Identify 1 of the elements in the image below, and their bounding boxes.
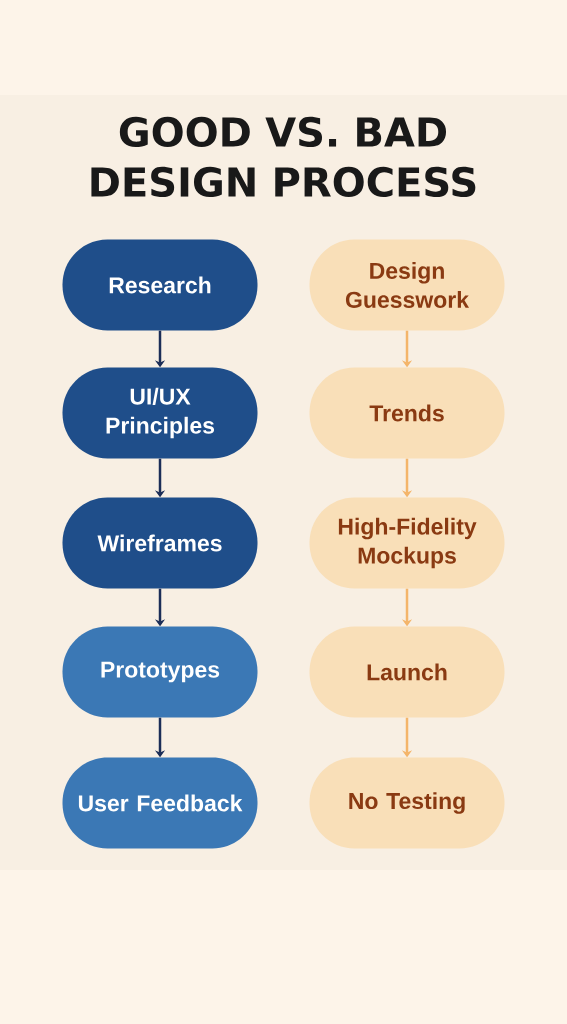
title: GOOD VS. BAD DESIGN PROCESS — [91, 116, 476, 198]
